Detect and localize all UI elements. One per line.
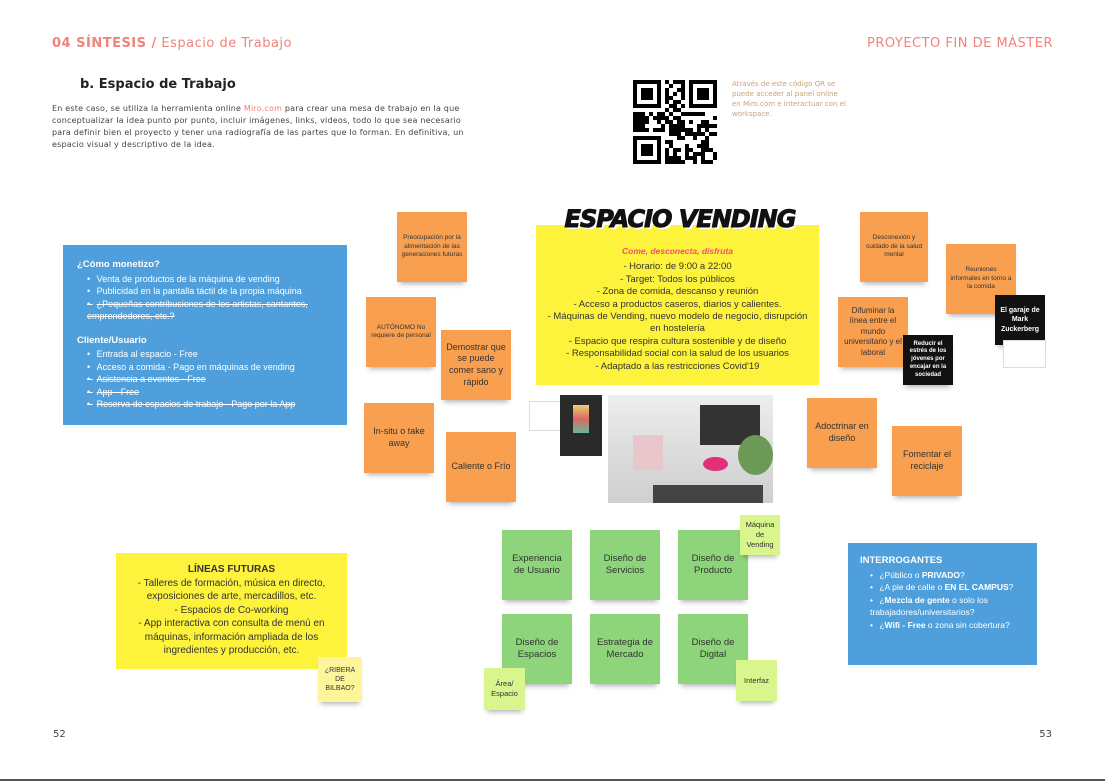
client-title: Cliente/Usuario	[77, 334, 147, 346]
monetize-card: ¿Cómo monetizo? Venta de productos de la…	[63, 245, 347, 425]
text: ¿A pie de calle o	[879, 582, 945, 592]
list-item: Entrada al espacio - Free	[87, 348, 333, 361]
light-green-note[interactable]: Área/ Espacio	[484, 668, 525, 710]
qr-caption: Através de este código QR se puede acced…	[732, 80, 846, 118]
list-item: Venta de productos de la máquina de vend…	[87, 273, 333, 286]
sticky-note[interactable]: Preocupación por la alimentación de las …	[397, 212, 467, 282]
sticky-note[interactable]: Demostrar que se puede comer sano y rápi…	[441, 330, 511, 400]
text: ?	[1008, 582, 1014, 592]
feature-item: - Horario: de 9:00 a 22:00	[623, 261, 732, 273]
document-title: PROYECTO FIN DE MÁSTER	[866, 36, 1053, 51]
bottom-divider	[0, 779, 1105, 781]
emphasis: Wifi - Free	[884, 619, 926, 630]
coworking-photo	[608, 395, 773, 503]
intro-text: En este caso, se utiliza la herramienta …	[52, 104, 244, 113]
black-note[interactable]: Reducir el estrés de los jóvenes por enc…	[903, 335, 953, 385]
sticky-note[interactable]: Difuminar la línea entre el mundo univer…	[838, 297, 908, 367]
sticky-note[interactable]: Caliente o Frío	[446, 432, 516, 502]
intro-paragraph: En este caso, se utiliza la herramienta …	[52, 103, 480, 151]
list-item: Reserva de espacios de trabajo - Pago po…	[87, 398, 333, 411]
subsection-title: Espacio de Trabajo	[161, 36, 292, 51]
lineas-title: LÍNEAS FUTURAS	[187, 564, 276, 575]
list-item: ¿Mezcla de gente o solo los trabajadores…	[870, 594, 1025, 619]
list-item: - Talleres de formación, música en direc…	[137, 577, 326, 603]
sticky-note[interactable]: In-situ o take away	[364, 403, 434, 473]
emphasis: Mezcla de gente	[884, 594, 950, 605]
emphasis: EN EL CAMPUS	[944, 582, 1009, 592]
interrogantes-title: INTERROGANTES	[860, 555, 943, 566]
qr-code	[633, 80, 717, 164]
sticky-note[interactable]: Fomentar el reciclaje	[892, 426, 962, 496]
text: ¿	[879, 619, 885, 630]
list-item: ¿Wifi - Free o zona sin cobertura?	[870, 619, 1025, 632]
sticky-note[interactable]: AUTÓNOMO No requiere de personal	[366, 297, 436, 367]
feature-item: - Target: Todos los públicos	[620, 273, 735, 285]
text: ¿	[879, 594, 885, 605]
list-item: App - Free	[87, 386, 333, 399]
text: o zona sin cobertura?	[925, 619, 1010, 630]
link-card[interactable]	[1003, 340, 1046, 368]
feature-list: - Horario: de 9:00 a 22:00- Target: Todo…	[536, 261, 819, 373]
green-note[interactable]: Diseño de Producto	[678, 530, 748, 600]
sticky-note[interactable]: Desconexión y cuidado de la salud mental	[860, 212, 928, 282]
list-item: - Espacios de Co-working	[174, 604, 289, 616]
vending-machine-image	[560, 395, 602, 456]
page-heading: b. Espacio de Trabajo	[80, 77, 236, 92]
feature-item: - Máquinas de Vending, nuevo modelo de n…	[547, 311, 808, 335]
miro-link[interactable]: Miro.com	[243, 104, 283, 113]
feature-item: - Zona de comida, descanso y reunión	[596, 286, 759, 298]
emphasis: PRIVADO	[921, 569, 960, 580]
tagline: Come, desconecta, disfruta	[621, 246, 733, 256]
intro-text-end: para crear una mesa de trabajo en la que…	[52, 104, 464, 149]
feature-item: - Adaptado a las restricciones Covid'19	[595, 360, 760, 372]
list-item: ¿Pequeñas contribuciones de los artistas…	[87, 298, 333, 323]
feature-item: - Espacio que respira cultura sostenible…	[568, 335, 787, 347]
feature-item: - Responsabilidad social con la salud de…	[566, 348, 789, 360]
espacio-vending-title: ESPACIO VENDING	[564, 205, 797, 234]
monetize-title: ¿Cómo monetizo?	[77, 259, 160, 270]
list-item: Publicidad en la pantalla táctil de la p…	[87, 285, 333, 298]
feature-item: - Acceso a productos caseros, diarios y …	[573, 298, 782, 310]
list-item: Acceso a comida - Pago en máquinas de ve…	[87, 361, 333, 374]
green-note[interactable]: Estrategia de Mercado	[590, 614, 660, 684]
espacio-vending-card: Come, desconecta, disfruta - Horario: de…	[536, 225, 819, 385]
green-note[interactable]: Diseño de Digital	[678, 614, 748, 684]
link-card[interactable]	[529, 401, 561, 431]
sticky-note[interactable]: ¿RIBERA DE BILBAO?	[318, 657, 362, 702]
list-item: Asistencia a eventos - Free	[87, 373, 333, 386]
section-header: 04 SÍNTESIS / Espacio de Trabajo	[52, 36, 292, 51]
list-item: - App interactiva con consulta de menú e…	[138, 618, 325, 656]
section-title: 04 SÍNTESIS /	[52, 36, 157, 51]
text: ¿Público o	[879, 569, 922, 580]
list-item: ¿Público o PRIVADO?	[870, 569, 1025, 582]
page-number-left: 52	[53, 729, 66, 740]
lineas-futuras-card: LÍNEAS FUTURAS - Talleres de formación, …	[116, 553, 347, 669]
sticky-note[interactable]: Adoctrinar en diseño	[807, 398, 877, 468]
interrogantes-card: INTERROGANTES ¿Público o PRIVADO?¿A pie …	[848, 543, 1037, 665]
text: o solo los trabajadores/universitarios?	[870, 594, 989, 618]
black-note[interactable]: El garaje de Mark Zuckerberg	[995, 295, 1045, 345]
list-item: ¿A pie de calle o EN EL CAMPUS?	[870, 581, 1025, 594]
green-note[interactable]: Experiencia de Usuario	[502, 530, 572, 600]
text: ?	[959, 569, 965, 580]
light-green-note[interactable]: Máquina de Vending	[740, 515, 780, 555]
light-green-note[interactable]: Interfaz	[736, 660, 777, 701]
page-number-right: 53	[1039, 729, 1052, 740]
green-note[interactable]: Diseño de Servicios	[590, 530, 660, 600]
